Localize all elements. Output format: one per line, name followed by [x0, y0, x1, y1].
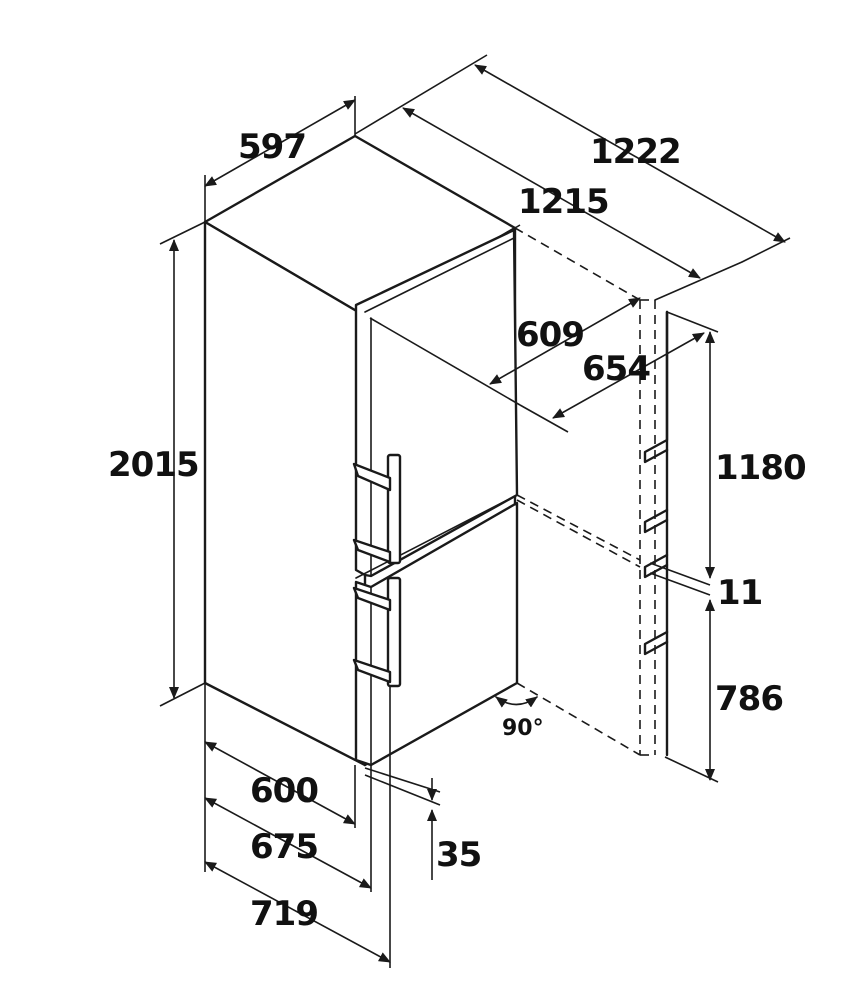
- dim-width-top: 597: [204, 96, 356, 222]
- dim-depth-handle: 654: [519, 332, 705, 433]
- dim-width-handle-label: 719: [250, 894, 318, 934]
- dim-lower-door-label: 786: [715, 679, 783, 719]
- fridge-doors: [354, 228, 519, 767]
- dim-door-gap-label: 11: [717, 573, 762, 613]
- dim-depth-body-label: 609: [516, 315, 584, 355]
- dim-total-depth-label: 1222: [590, 132, 681, 172]
- dim-depth-open: 1215: [402, 107, 701, 279]
- dim-foot-height: 35: [364, 767, 482, 880]
- dim-depth-handle-label: 654: [582, 349, 650, 389]
- dim-width-body-label: 600: [250, 771, 318, 811]
- fridge-side-face: [203, 220, 367, 767]
- door-handles: [352, 453, 402, 688]
- upper-door-handle: [352, 453, 402, 565]
- door-swing-outline: [514, 227, 743, 757]
- dim-foot-height-label: 35: [436, 835, 481, 875]
- dim-width-top-label: 597: [238, 127, 306, 167]
- dim-width-door-label: 675: [250, 827, 318, 867]
- dim-bottom-widths: 600 675 719: [204, 683, 391, 968]
- lower-door-handle: [352, 576, 402, 688]
- opening-angle-arc: [495, 696, 538, 708]
- dim-door-heights: 1180 11 786: [649, 311, 807, 783]
- dim-upper-door-label: 1180: [715, 448, 806, 488]
- dim-height: 2015: [108, 221, 206, 707]
- dim-depth-open-label: 1215: [518, 182, 609, 222]
- opening-angle-label: 90°: [502, 716, 544, 741]
- dim-height-label: 2015: [108, 445, 199, 485]
